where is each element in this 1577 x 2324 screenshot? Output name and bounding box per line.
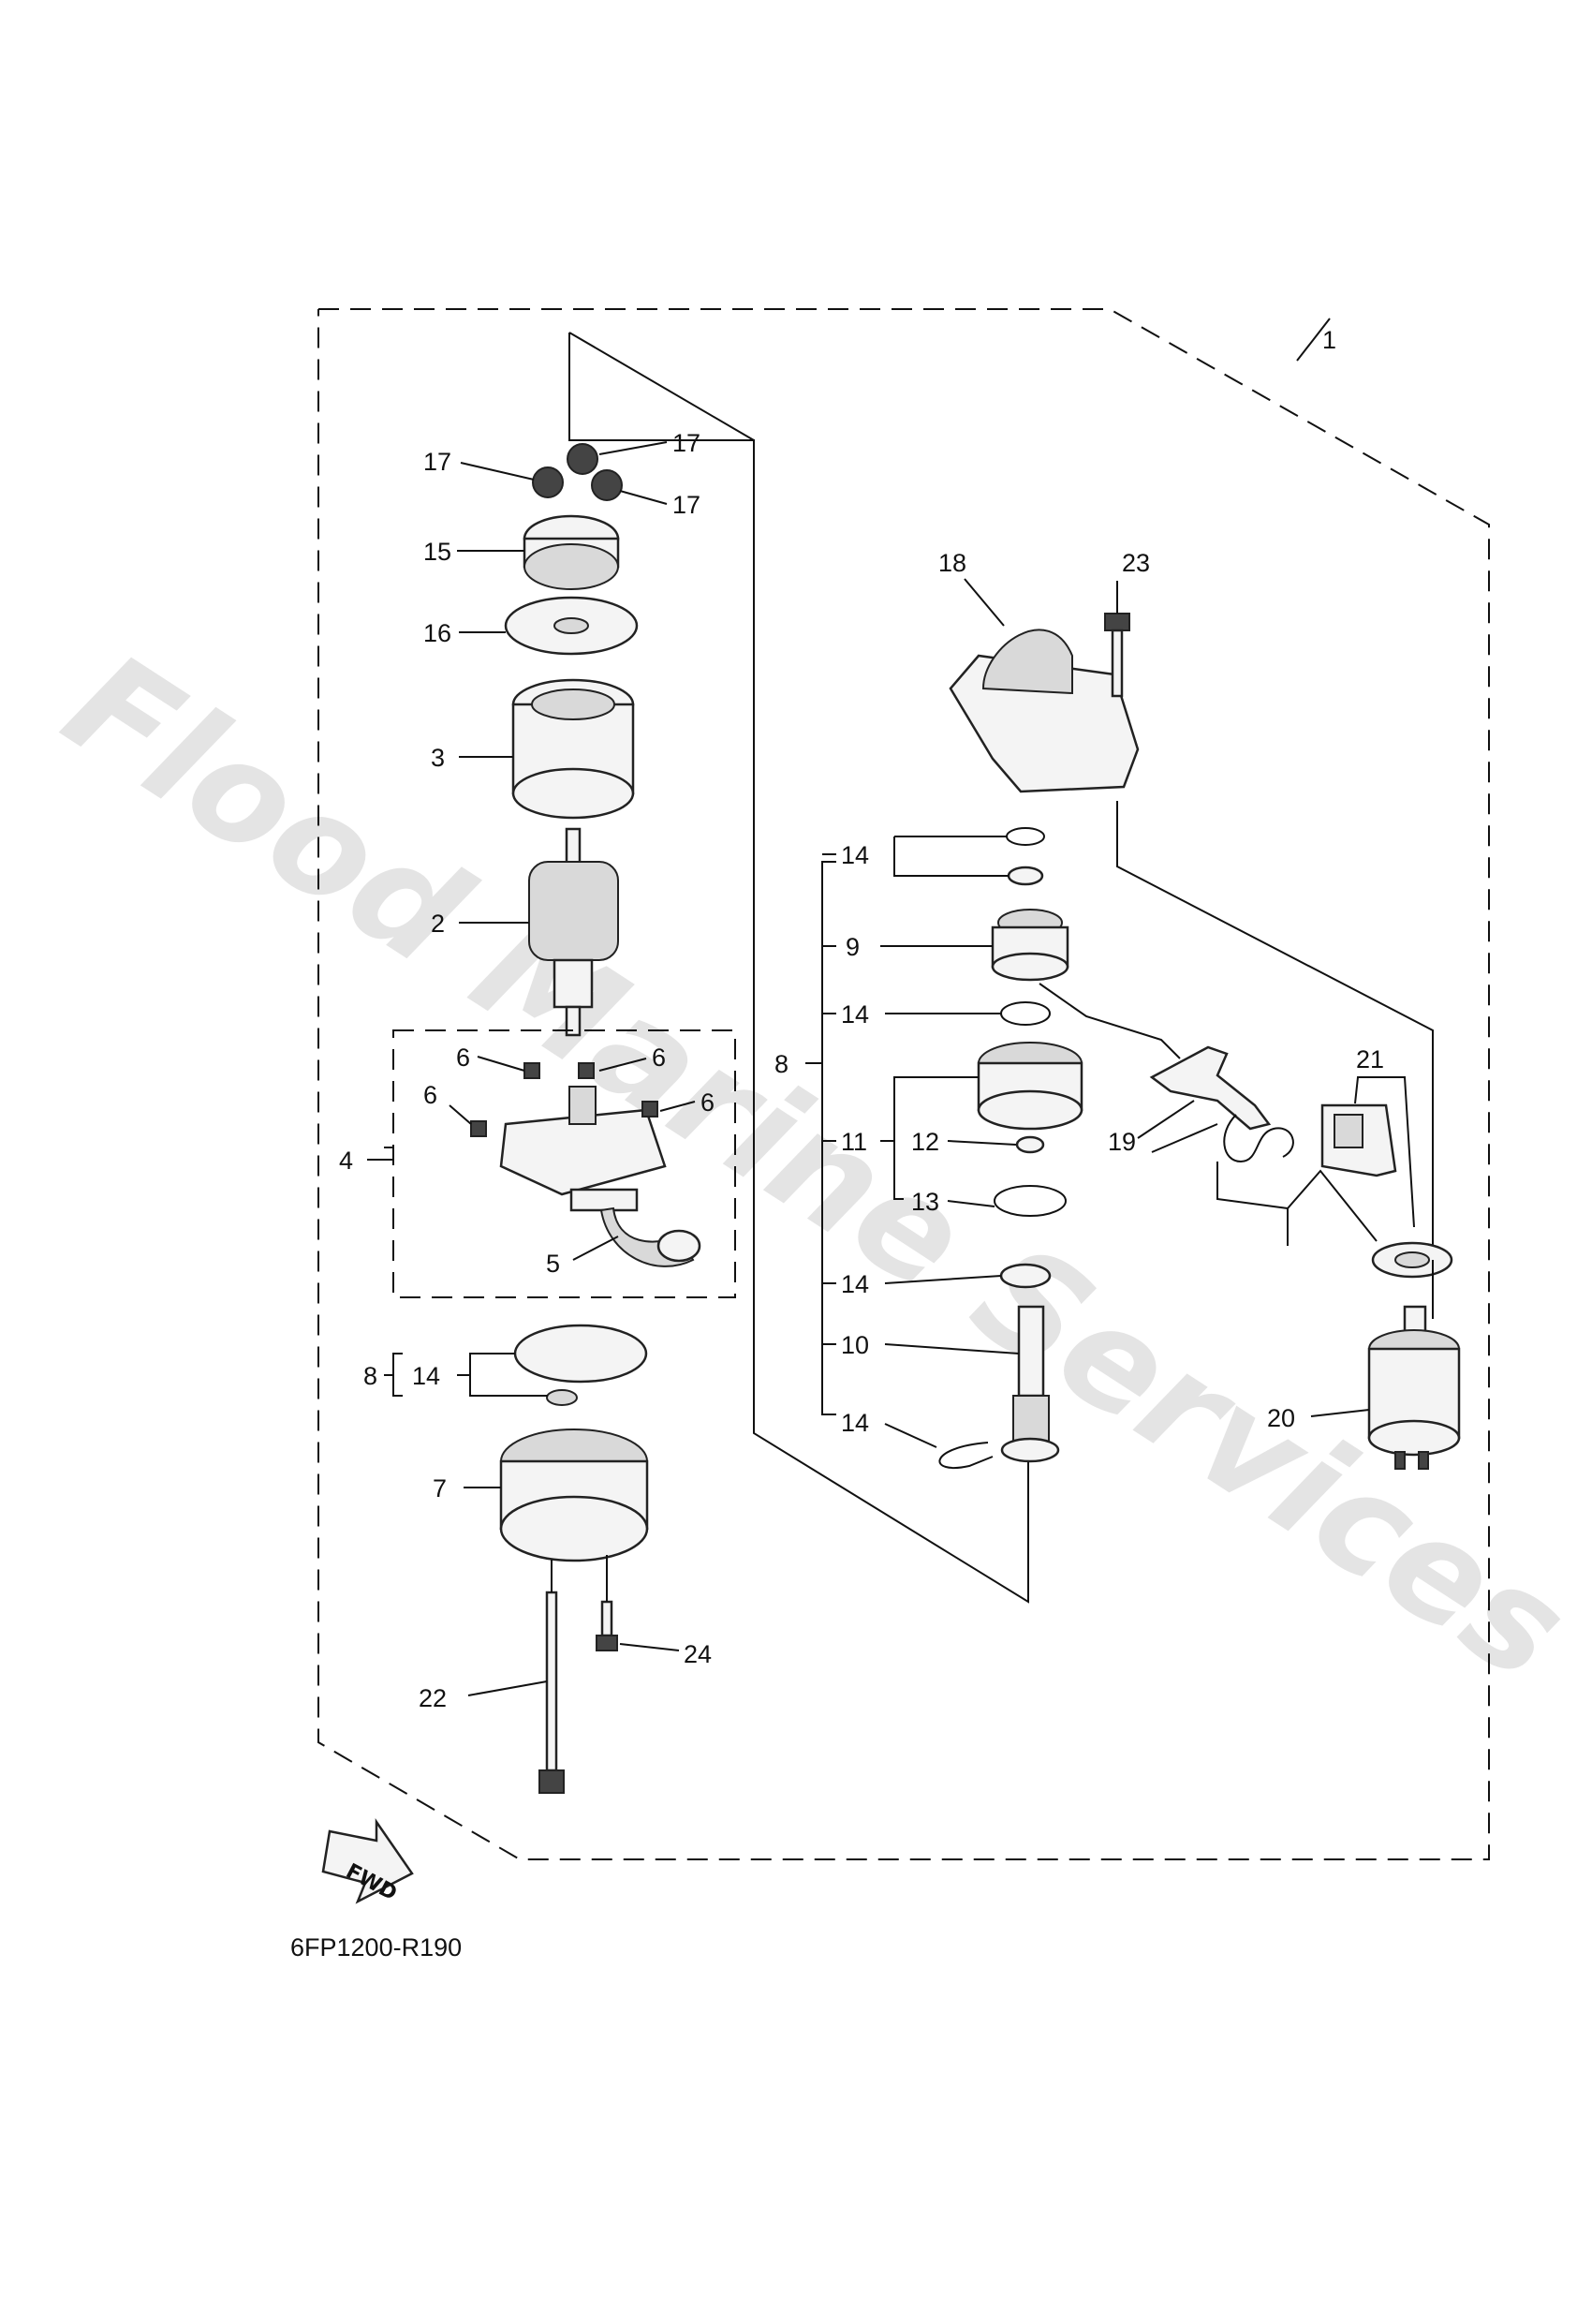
callout-14e: 14: [841, 1409, 869, 1437]
callout-16: 16: [423, 619, 451, 647]
screw-icon: [596, 1600, 618, 1651]
bolt-icon: [1104, 613, 1130, 698]
brush-icon: [523, 1062, 540, 1079]
through-bolt-icon: [538, 1591, 565, 1794]
yoke-icon: [511, 678, 635, 820]
rear-cover-icon: [499, 1428, 649, 1562]
washer-icon: [999, 1263, 1052, 1289]
brush-holder-icon: [499, 1086, 667, 1196]
assembly-boundary: [317, 308, 1490, 1860]
solenoid-icon: [1367, 1305, 1461, 1470]
callout-17a: 17: [672, 429, 700, 457]
shift-lever-icon: [1149, 1045, 1294, 1163]
callout-19: 19: [1108, 1128, 1136, 1156]
callout-14a: 14: [412, 1362, 440, 1390]
internal-gear-icon: [523, 514, 620, 590]
snap-ring-icon: [1006, 827, 1045, 886]
callout-3: 3: [431, 744, 445, 772]
armature-icon: [528, 827, 619, 1037]
washer-plate-icon: [513, 1324, 648, 1406]
callout-13: 13: [911, 1188, 939, 1216]
callout-12: 12: [911, 1128, 939, 1156]
clutch-icon: [977, 1042, 1083, 1131]
spring-icon: [1015, 1135, 1045, 1154]
callout-24: 24: [684, 1640, 712, 1668]
callout-20: 20: [1267, 1404, 1295, 1432]
callout-14b: 14: [841, 841, 869, 869]
pinion-icon: [991, 909, 1069, 982]
front-bracket-icon: [949, 629, 1140, 793]
washer-icon: [1000, 1001, 1051, 1026]
callout-14d: 14: [841, 1270, 869, 1298]
retainer-icon: [994, 1185, 1067, 1217]
callout-11: 11: [841, 1128, 867, 1156]
callout-14c: 14: [841, 1000, 869, 1029]
callout-6d: 6: [700, 1088, 715, 1117]
callout-8a: 8: [363, 1362, 377, 1390]
callout-9: 9: [846, 933, 860, 961]
diagram-code: 6FP1200-R190: [290, 1933, 462, 1961]
e-clip-icon: [938, 1442, 994, 1469]
fwd-arrow-icon: FWD: [321, 1817, 414, 1905]
callout-17c: 17: [672, 491, 700, 519]
callout-15: 15: [423, 538, 451, 566]
terminal-lead-icon: [569, 1188, 701, 1267]
callout-23: 23: [1122, 549, 1150, 577]
brush-icon: [641, 1101, 658, 1118]
brush-icon: [470, 1120, 487, 1137]
plate-icon: [504, 596, 639, 656]
callout-22: 22: [419, 1684, 447, 1712]
callout-2: 2: [431, 910, 445, 938]
left-group-line: [568, 333, 1029, 1604]
callout-5: 5: [546, 1250, 560, 1278]
callout-10: 10: [841, 1331, 869, 1359]
callout-6c: 6: [423, 1081, 437, 1109]
seal-icon: [1320, 1103, 1397, 1177]
callout-8b: 8: [774, 1050, 788, 1078]
callout-4: 4: [339, 1147, 353, 1175]
brush-holder-box: [392, 1029, 736, 1298]
callout-6b: 6: [652, 1044, 666, 1072]
callout-6a: 6: [456, 1044, 470, 1072]
callout-17b: 17: [423, 448, 451, 476]
planet-gear-icon: [532, 443, 623, 501]
callout-7: 7: [433, 1474, 447, 1502]
callout-21: 21: [1356, 1045, 1384, 1073]
pinion-shaft-icon: [1000, 1305, 1060, 1463]
callout-1: 1: [1322, 326, 1336, 354]
brush-icon: [578, 1062, 595, 1079]
callout-18: 18: [938, 549, 966, 577]
